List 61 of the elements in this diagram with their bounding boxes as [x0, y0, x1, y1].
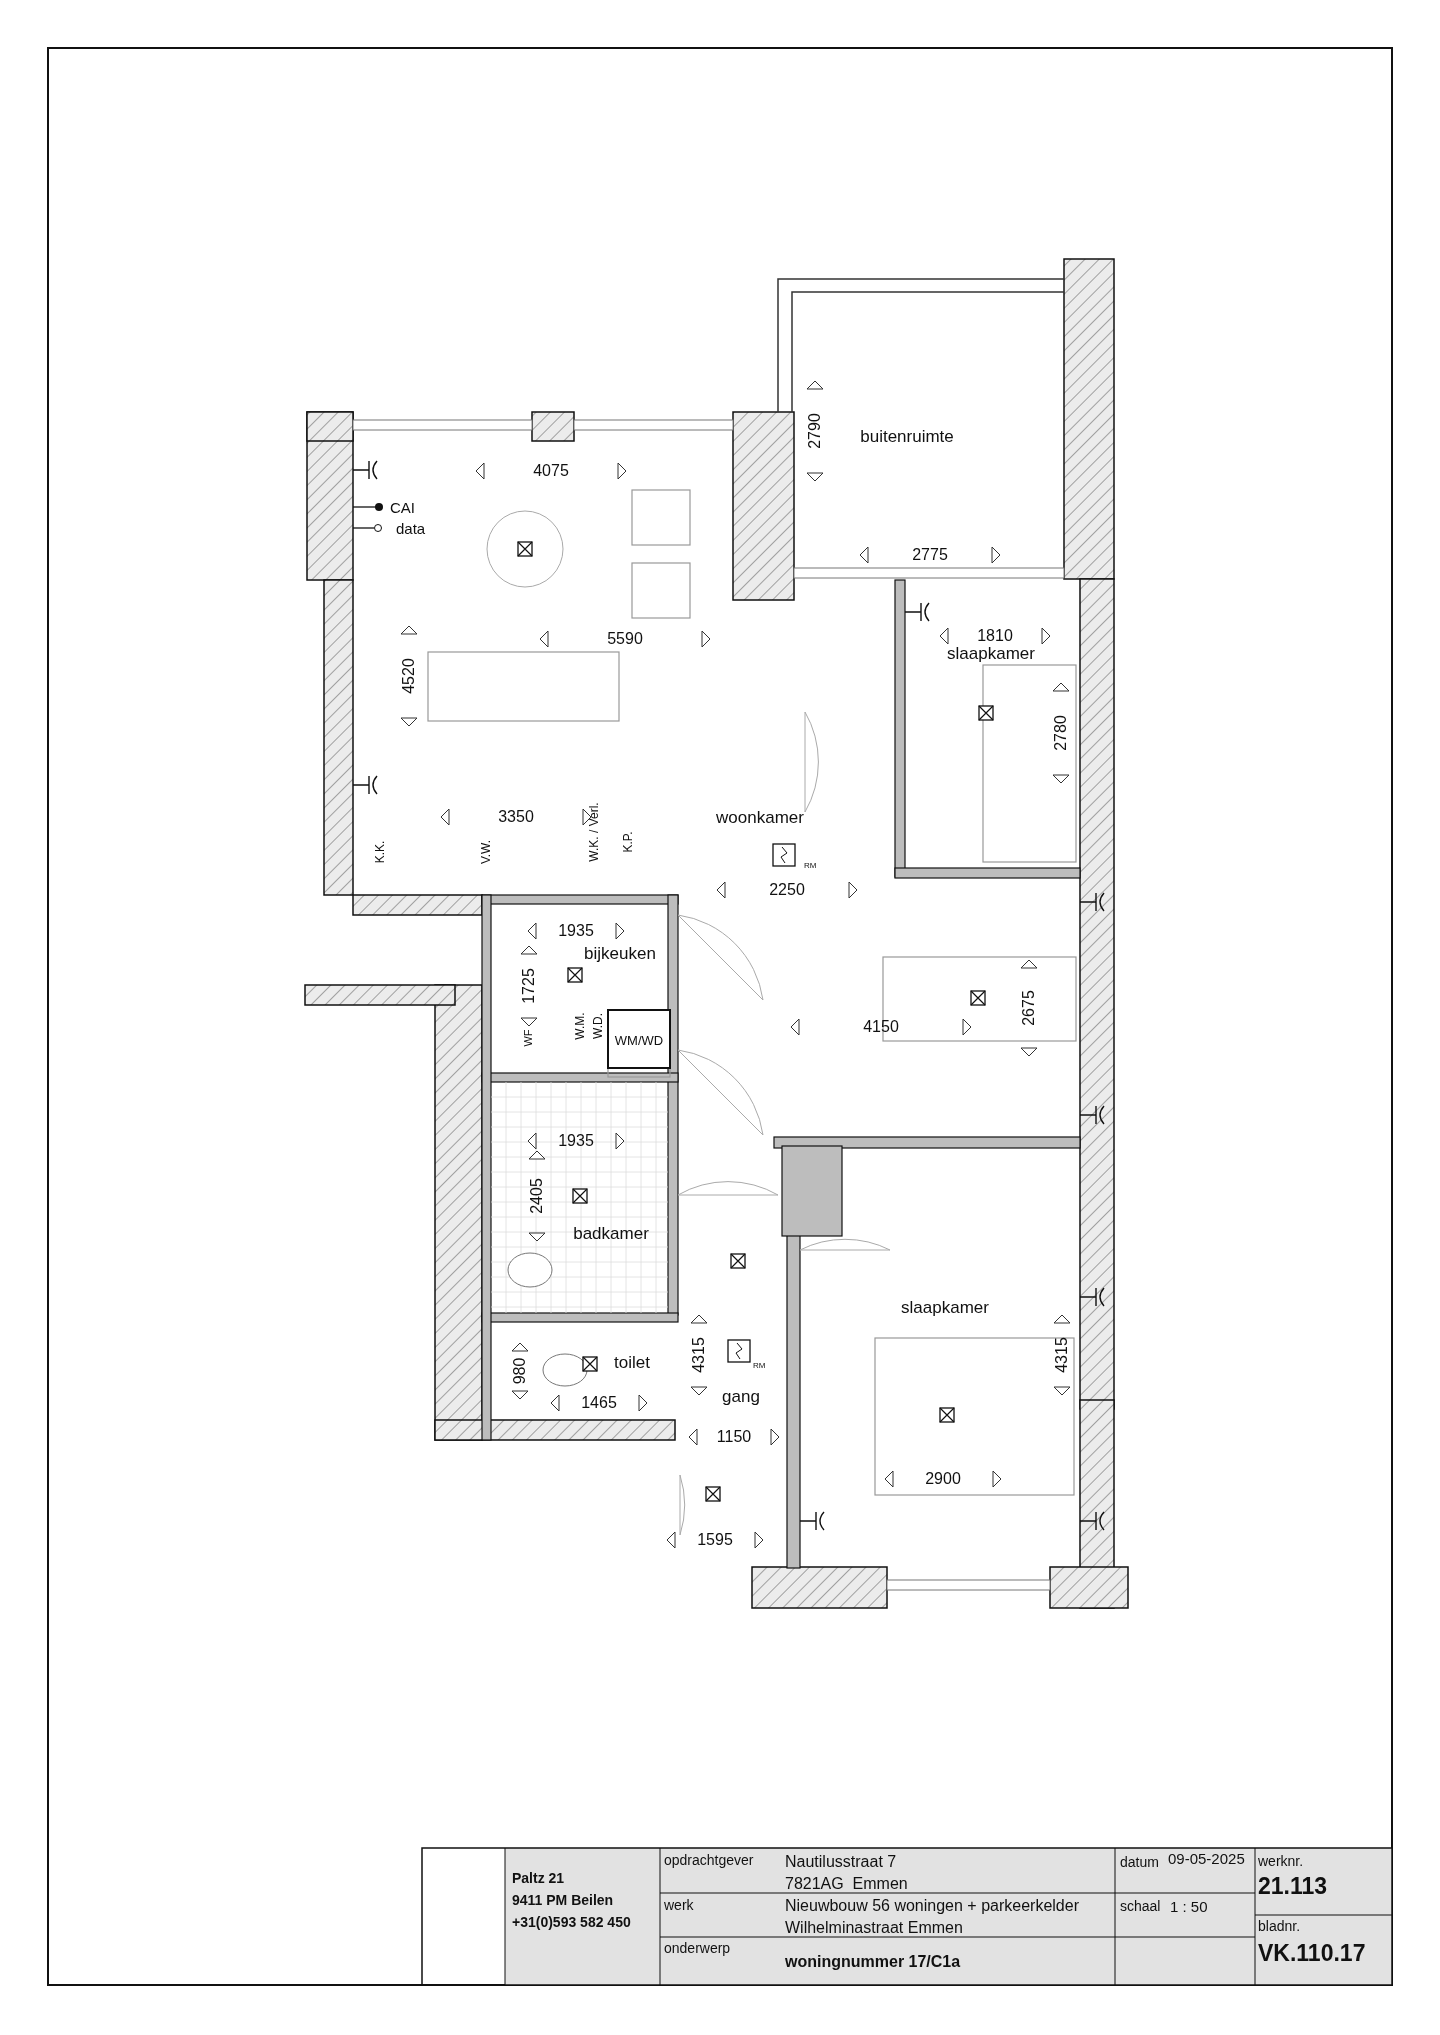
dimension-value: 4150	[863, 1019, 899, 1035]
address-text: 9411 PM Beilen	[512, 1893, 614, 1907]
field-value: 1 : 50	[1170, 1898, 1208, 1914]
dimension-value: 2780	[1053, 715, 1069, 751]
outlet-label: K.P.	[622, 831, 634, 853]
field-value: 21.113	[1258, 1874, 1328, 1898]
dimension-value: 1595	[697, 1532, 733, 1548]
room-name: slaapkamer	[901, 1298, 989, 1316]
dimension-value: 4520	[401, 658, 417, 694]
dimension-value: 4315	[1054, 1337, 1070, 1373]
dimension-value: 2790	[807, 413, 823, 449]
dimension-value: 1935	[558, 1133, 594, 1149]
field-label: werknr.	[1258, 1854, 1304, 1868]
room-name: gang	[722, 1387, 760, 1405]
room-name: buitenruimte	[860, 427, 954, 445]
room-name: toilet	[614, 1353, 650, 1371]
appliance-label: WM/WD	[614, 1033, 664, 1047]
dimension-value: 2405	[529, 1178, 545, 1214]
dimension-value: 2250	[769, 882, 805, 898]
symbol-label: RM	[753, 1362, 766, 1370]
dimension-value: 3350	[498, 809, 534, 825]
dimension-value: 1725	[521, 968, 537, 1004]
dimension-value: 2900	[925, 1471, 961, 1487]
field-value: 7821AG Emmen	[785, 1876, 908, 1892]
outlet-label: W.K. / Verl.	[588, 802, 600, 862]
field-value: 09-05-2025	[1168, 1850, 1245, 1866]
room-name: bijkeuken	[584, 944, 656, 962]
dimension-value: 1465	[581, 1395, 617, 1411]
dimension-value: 2775	[912, 547, 948, 563]
outlet-label: W.M.	[574, 1012, 586, 1040]
dimension-value: 4315	[691, 1337, 707, 1373]
field-label: schaal	[1120, 1899, 1161, 1913]
field-value: VK.110.17	[1258, 1941, 1366, 1965]
symbol-label: RM	[804, 862, 817, 870]
room-name: slaapkamer	[947, 644, 1035, 662]
field-label: werk	[664, 1898, 694, 1912]
field-value: woningnummer 17/C1a	[785, 1954, 961, 1970]
field-value: Nieuwbouw 56 woningen + parkeerkelder	[785, 1898, 1079, 1914]
dimension-value: 1935	[558, 923, 594, 939]
field-label: bladnr.	[1258, 1919, 1301, 1933]
room-name: badkamer	[573, 1224, 649, 1242]
outlet-label: data	[396, 520, 426, 536]
dimension-value: 5590	[607, 631, 643, 647]
dimension-value: 4075	[533, 463, 569, 479]
outlet-label: K.K.	[374, 840, 386, 864]
dimension-value: 980	[512, 1357, 528, 1385]
appliance-label: WF	[522, 1029, 534, 1047]
dimension-value: 1150	[716, 1429, 752, 1445]
outlet-label: CAI	[390, 499, 415, 515]
outlet-label: W.D.	[592, 1013, 604, 1039]
dimension-value: 1810	[977, 628, 1013, 644]
field-value: Wilhelminastraat Emmen	[785, 1920, 963, 1936]
field-value: Nautilusstraat 7	[785, 1854, 897, 1870]
room-name: woonkamer	[716, 808, 804, 826]
address-text: Paltz 21	[512, 1871, 565, 1885]
field-label: opdrachtgever	[664, 1853, 754, 1867]
field-label: datum	[1120, 1855, 1159, 1869]
phone-number: +31(0)593 582 450	[512, 1915, 631, 1929]
field-label: onderwerp	[664, 1941, 731, 1955]
dimension-value: 2675	[1021, 990, 1037, 1026]
outlet-label: V.W.	[480, 839, 492, 865]
